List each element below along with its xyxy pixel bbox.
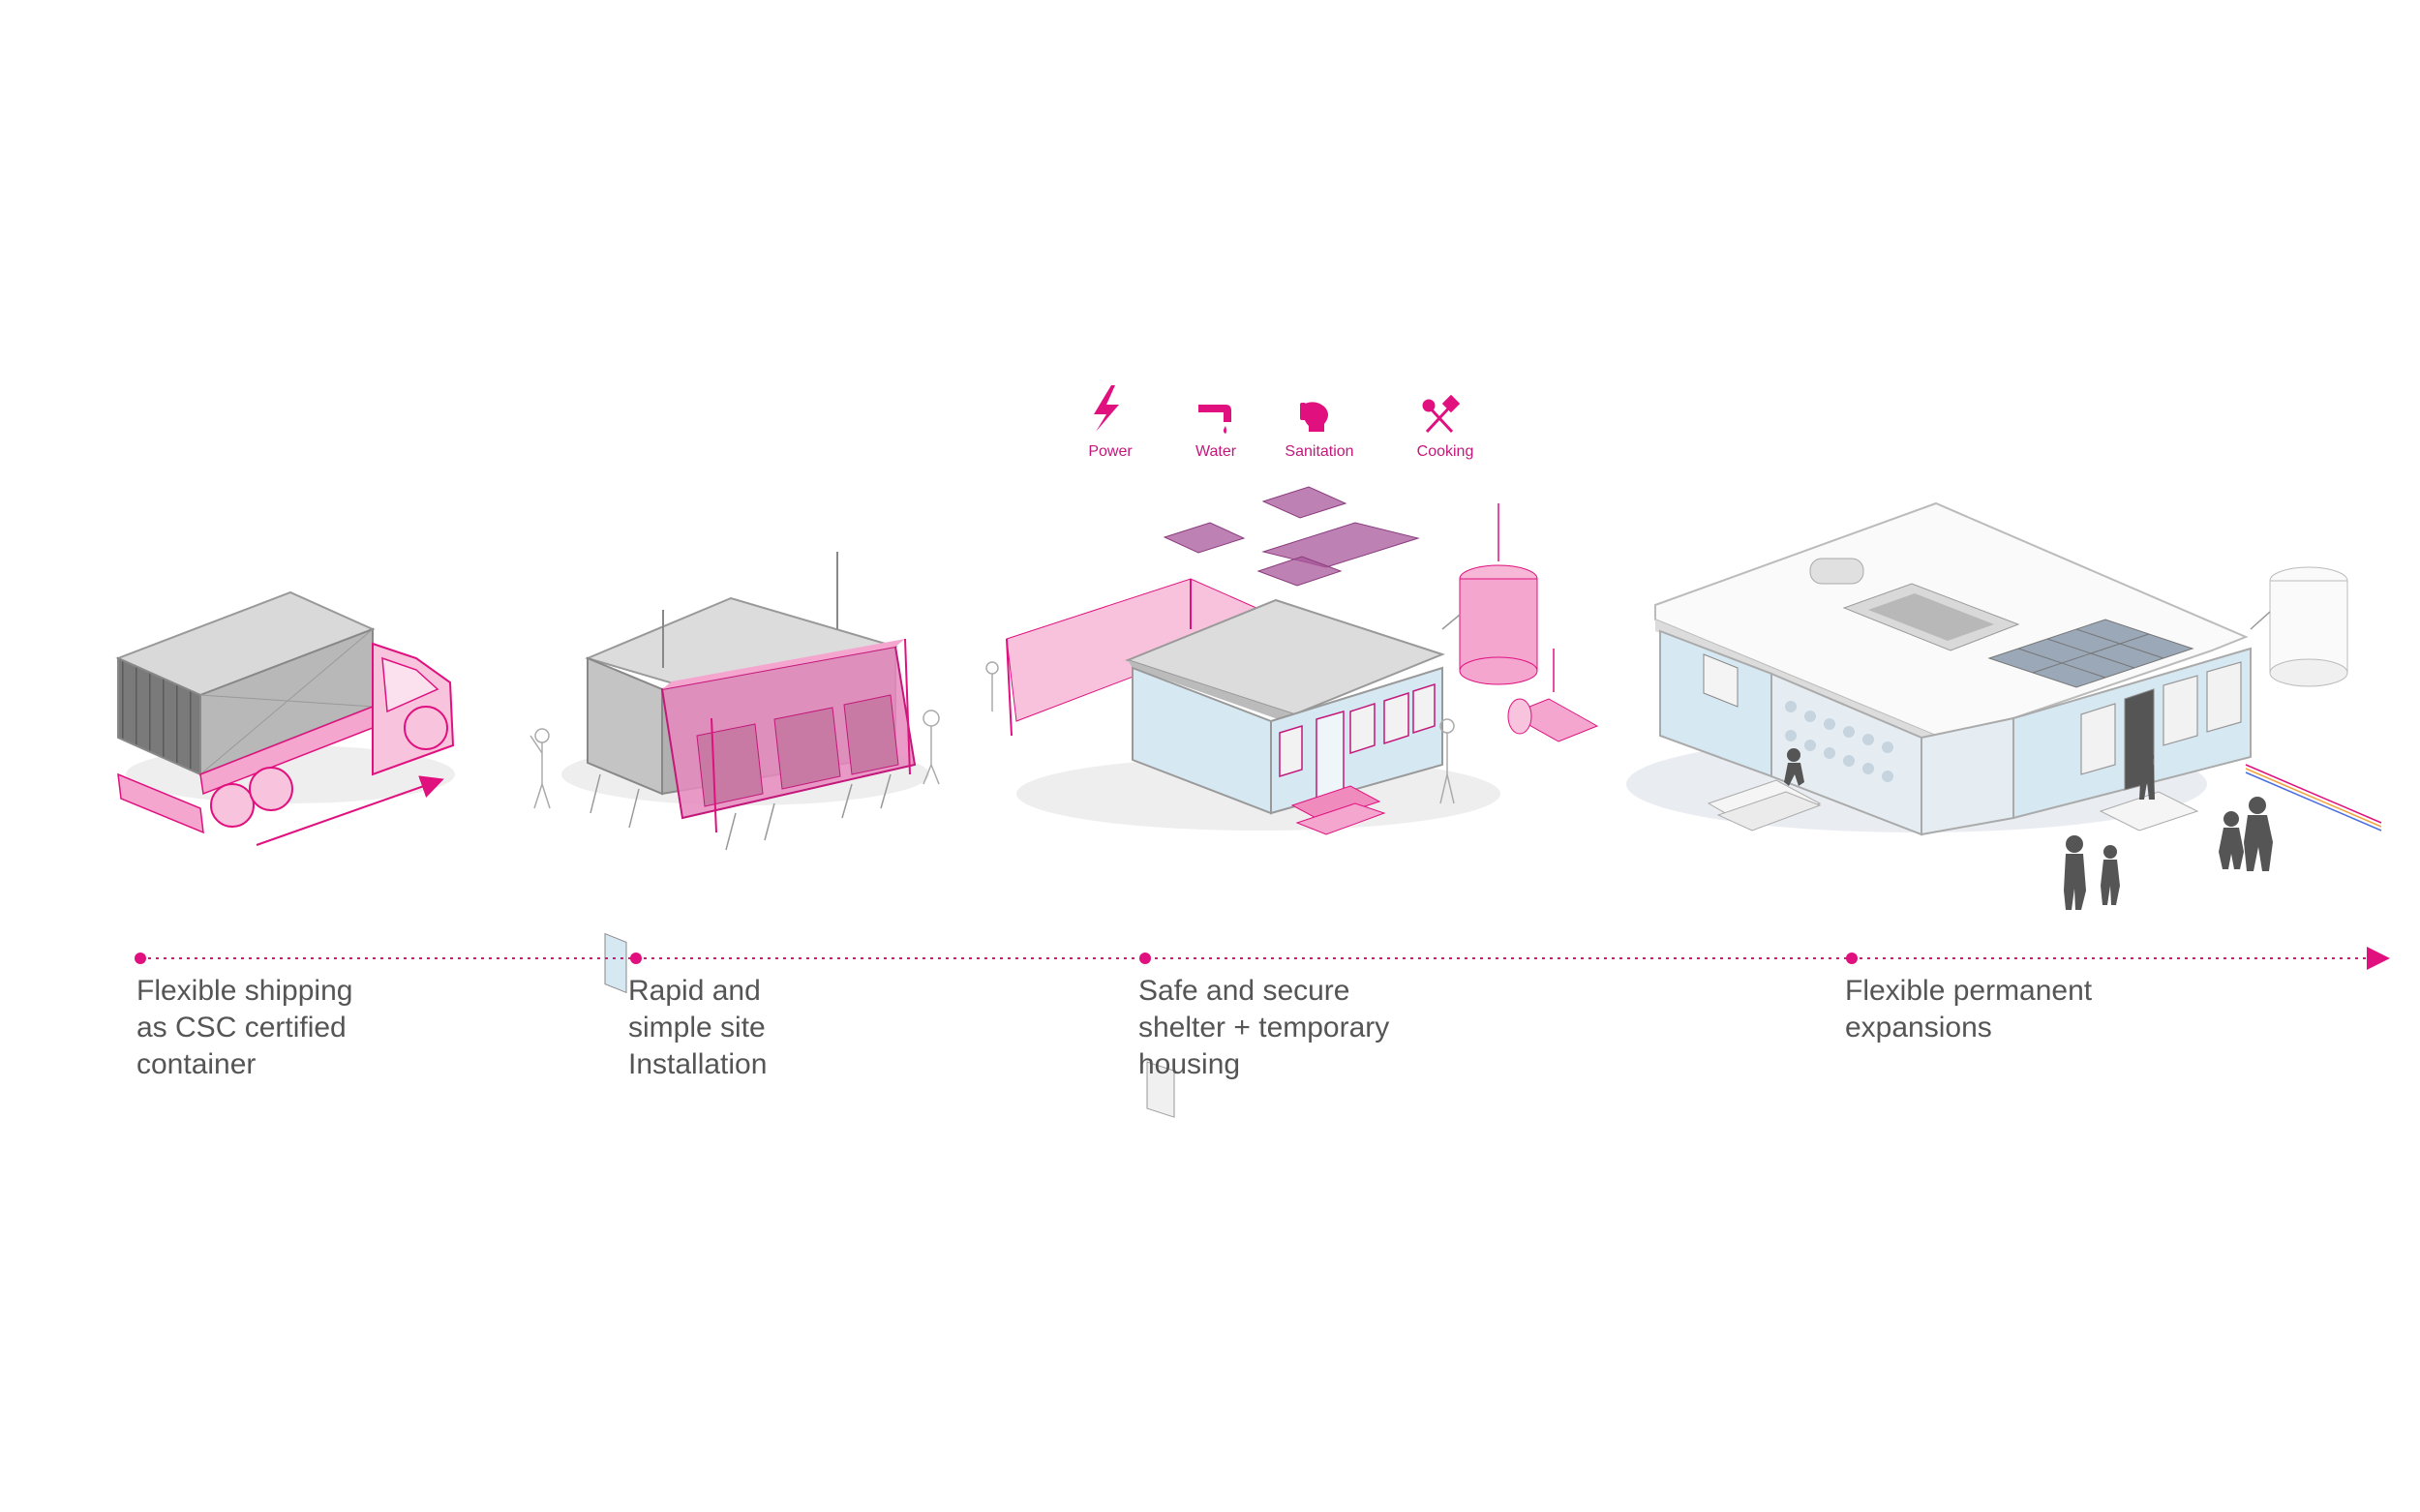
caption-line: as CSC certified xyxy=(136,1010,352,1046)
service-label-cooking: Cooking xyxy=(1417,443,1474,461)
caption-line: container xyxy=(136,1046,352,1083)
toilet-icon xyxy=(1300,402,1328,432)
timeline-dot-4 xyxy=(1846,953,1858,964)
timeline xyxy=(135,953,2386,964)
permanent-house-illustration xyxy=(1626,503,2381,910)
service-icons xyxy=(1094,385,1458,434)
truck-container-illustration xyxy=(118,592,455,845)
caption-line: Flexible shipping xyxy=(136,973,352,1010)
stage-caption-expansions: Flexible permanent expansions xyxy=(1845,973,2092,1046)
caption-line: Flexible permanent xyxy=(1845,973,2092,1010)
water-tap-icon xyxy=(1198,405,1231,434)
service-label-sanitation: Sanitation xyxy=(1285,443,1353,461)
caption-line: Rapid and xyxy=(628,973,767,1010)
stage-caption-shipping: Flexible shipping as CSC certified conta… xyxy=(136,973,352,1083)
stage-caption-installation: Rapid and simple site Installation xyxy=(628,973,767,1083)
crossed-utensils-icon xyxy=(1424,397,1458,432)
service-label-water: Water xyxy=(1195,443,1236,461)
caption-line: Safe and secure xyxy=(1138,973,1389,1010)
service-label-power: Power xyxy=(1088,443,1132,461)
timeline-dot-2 xyxy=(630,953,642,964)
caption-line: housing xyxy=(1138,1046,1389,1083)
caption-line: Installation xyxy=(628,1046,767,1083)
lightning-bolt-icon xyxy=(1094,385,1119,432)
caption-line: expansions xyxy=(1845,1010,2092,1046)
caption-line: shelter + temporary xyxy=(1138,1010,1389,1046)
caption-line: simple site xyxy=(628,1010,767,1046)
timeline-dot-1 xyxy=(135,953,146,964)
unfolding-container-illustration xyxy=(530,552,939,992)
stage-caption-shelter: Safe and secure shelter + temporary hous… xyxy=(1138,973,1389,1083)
timeline-dot-3 xyxy=(1139,953,1151,964)
